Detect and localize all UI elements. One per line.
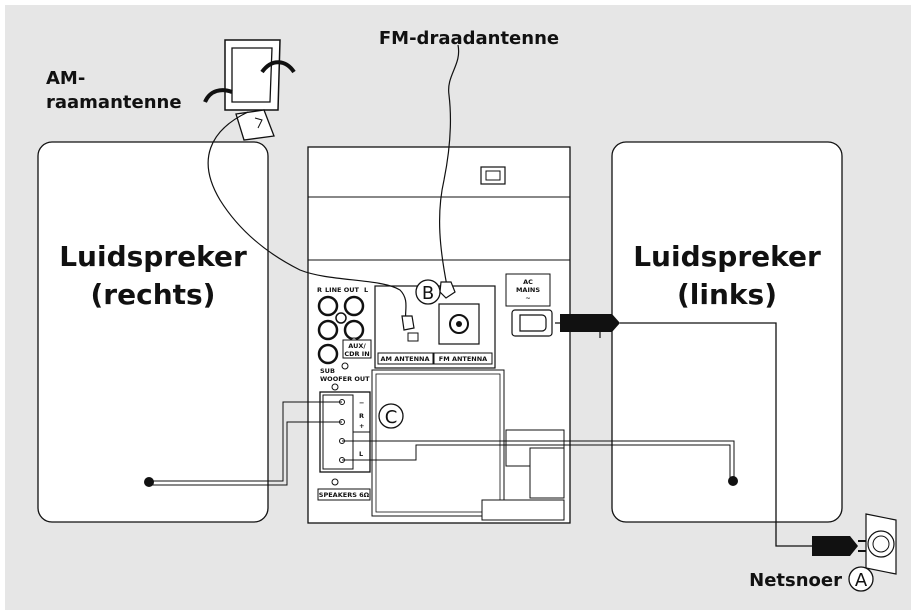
speaker-left-label-line2: (links) [677, 278, 777, 311]
sub-label-line1: SUB [320, 367, 335, 375]
bottom-block-3 [481, 499, 565, 521]
ac-mains-label-box [505, 273, 551, 307]
line-out-l: L [364, 286, 368, 294]
power-plug-wall [812, 536, 858, 556]
marker-a: A [855, 570, 868, 591]
marker-c-circle [378, 403, 404, 429]
ac-label-line2: MAINS [516, 286, 540, 294]
speaker-wires [149, 401, 735, 486]
fm-antenna-port-label: FM ANTENNA [439, 355, 487, 363]
am-socket [407, 332, 419, 342]
sub-label-line2: WOOFER OUT [320, 375, 370, 383]
marker-b: B [422, 283, 434, 304]
speaker-right-box [37, 141, 269, 523]
vent-panel [371, 369, 505, 517]
am-antenna-label-line1: AM- [46, 68, 85, 89]
ac-socket [511, 309, 553, 337]
main-unit: AM ANTENNA FM ANTENNA AC MAINS ~ LINE OU… [307, 146, 571, 524]
aux-label-line2: CDR IN [344, 350, 369, 358]
terminal-r: R [359, 412, 364, 420]
am-antenna-port-label: AM ANTENNA [380, 355, 429, 363]
speaker-left-box [611, 141, 843, 523]
speaker-right-label-line2: (rechts) [91, 278, 216, 311]
speaker-left-label-line1: Luidspreker [633, 240, 821, 273]
top-port [480, 166, 506, 185]
ac-label-line3: ~ [525, 294, 530, 302]
line-out-r: R [317, 286, 322, 294]
line-out-label: LINE OUT [325, 286, 360, 294]
speakers-label: SPEAKERS 6Ω [319, 491, 370, 499]
am-antenna-label-line2: raamantenne [46, 92, 182, 113]
jack-4 [343, 319, 365, 341]
fm-antenna-wire [439, 44, 460, 287]
marker-c: C [385, 407, 398, 428]
am-antenna-wire [207, 111, 407, 321]
terminal-plus-r: + [359, 422, 364, 430]
speaker-right-wire-end [144, 477, 154, 487]
fm-antenna-label: FM-draadantenne [379, 28, 559, 49]
speaker-left-wire-end [728, 476, 738, 486]
fm-socket [438, 303, 480, 345]
top-port-inner [485, 170, 501, 181]
jack-1 [317, 295, 339, 317]
marker-a-circle [848, 566, 874, 592]
power-cord-wire [620, 322, 812, 547]
aux-label-line1: AUX/ [348, 342, 366, 350]
speaker-right-label-line1: Luidspreker [59, 240, 247, 273]
jack-2 [343, 295, 365, 317]
marker-b-circle [415, 279, 441, 305]
bottom-block-2 [529, 447, 565, 499]
terminal-minus-r: − [359, 399, 364, 407]
power-plug-device [560, 314, 620, 332]
jack-sub [317, 343, 339, 365]
jack-3 [317, 319, 339, 341]
am-connector [401, 315, 415, 331]
power-cord-label: Netsnoer [749, 570, 842, 591]
am-loop-antenna [203, 39, 296, 141]
terminal-l: L [359, 450, 363, 458]
ac-label-line1: AC [523, 278, 533, 286]
